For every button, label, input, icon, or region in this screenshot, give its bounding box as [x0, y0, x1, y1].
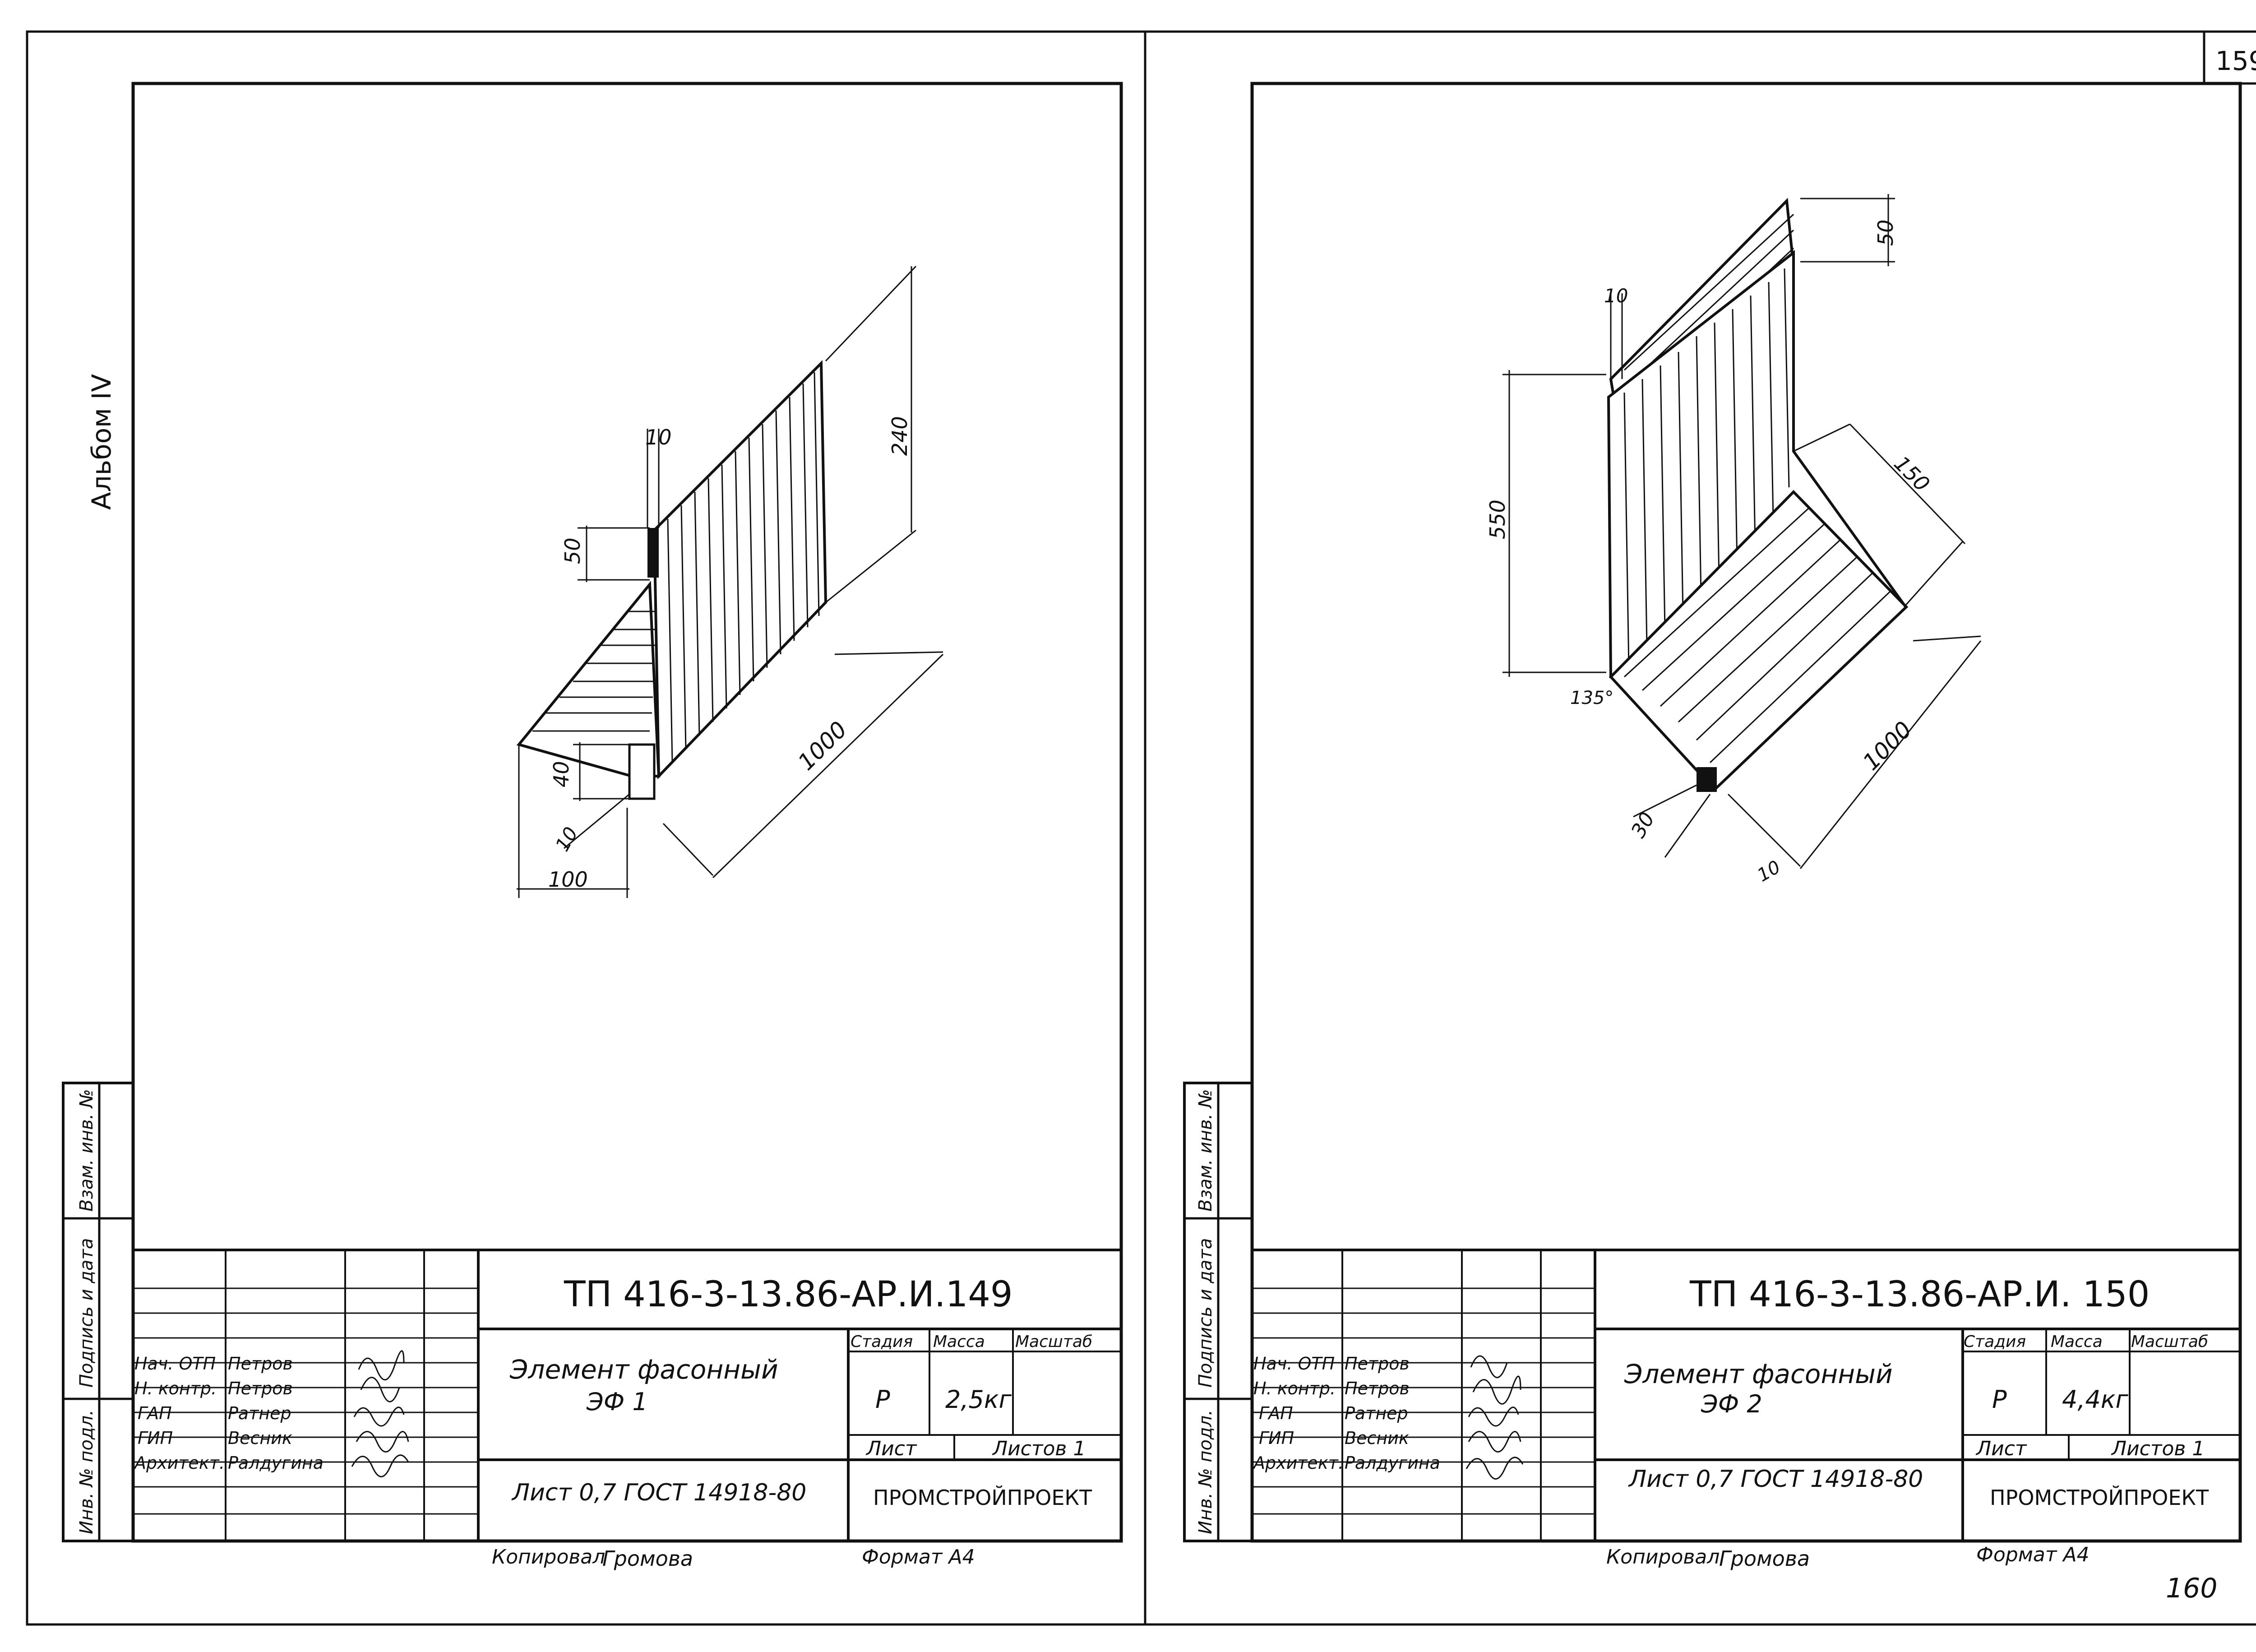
side-label-zam-left: Взам. инв. №: [76, 1089, 97, 1212]
material-right: Лист 0,7 ГОСТ 14918-80: [1628, 1466, 1923, 1493]
mass-label-left: Масса: [933, 1333, 985, 1351]
side-label-sign-right: Подпись и дата: [1195, 1238, 1216, 1388]
name-left-5: Ралдугина: [228, 1453, 324, 1473]
page-number: 159: [2215, 46, 2256, 76]
dim-40: 40: [549, 761, 573, 787]
name-left-1: Петров: [228, 1354, 293, 1374]
copied-right: Копировал: [1606, 1546, 1720, 1569]
element-code-left: ЭФ 1: [586, 1388, 648, 1416]
name-right-3: Ратнер: [1345, 1403, 1408, 1423]
album-label: Альбом IV: [86, 374, 117, 510]
format-right: Формат А4: [1976, 1543, 2090, 1566]
dim-240: 240: [888, 416, 912, 456]
dim-10-ef2-top: 10: [1604, 285, 1628, 307]
dim-550: 550: [1485, 500, 1510, 539]
name-right-5: Ралдугина: [1345, 1453, 1440, 1473]
name-right-1: Петров: [1345, 1354, 1410, 1374]
copied-left: Копировал: [492, 1546, 605, 1569]
dim-100: 100: [548, 867, 588, 892]
side-label-sign-left: Подпись и дата: [76, 1238, 97, 1388]
dim-10-ef2-bottom: 10: [1754, 856, 1784, 886]
copier-signature-left: Громова: [602, 1546, 693, 1571]
name-left-3: Ратнер: [228, 1403, 291, 1423]
handwritten-number: 160: [2166, 1573, 2218, 1604]
signature-icon: [351, 1350, 409, 1477]
doc-code-right: ТП 416-3-13.86-АР.И. 150: [1689, 1274, 2150, 1315]
role-right-5: Архитект.: [1252, 1453, 1344, 1473]
stage-right: Р: [1992, 1385, 2007, 1414]
angle-135: 135°: [1570, 688, 1613, 708]
title-block-right: [1251, 1249, 2242, 1542]
company-right: ПРОМСТРОЙПРОЕКТ: [1990, 1485, 2209, 1510]
sheets-label-right: Листов 1: [2111, 1437, 2205, 1460]
role-left-1: Нач. ОТП: [134, 1354, 216, 1374]
dim-30: 30: [1627, 809, 1659, 842]
mass-left: 2,5кг: [945, 1385, 1012, 1414]
role-right-2: Н. контр.: [1253, 1379, 1336, 1398]
outer-frame: [26, 30, 2256, 1626]
element-code-right: ЭФ 2: [1701, 1390, 1762, 1418]
sheet-label-right: Лист: [1975, 1437, 2027, 1460]
name-right-2: Петров: [1345, 1379, 1410, 1398]
material-left: Лист 0,7 ГОСТ 14918-80: [511, 1479, 806, 1506]
mass-label-right: Масса: [2051, 1333, 2103, 1351]
side-label-inv-left: Инв. № подл.: [76, 1410, 97, 1534]
sheet-label-left: Лист: [865, 1437, 917, 1460]
name-right-4: Весник: [1345, 1428, 1409, 1448]
role-left-2: Н. контр.: [134, 1379, 217, 1398]
scale-label-right: Масштаб: [2131, 1333, 2208, 1351]
format-left: Формат А4: [862, 1546, 975, 1569]
side-label-zam-right: Взам. инв. №: [1195, 1089, 1216, 1212]
stage-left: Р: [875, 1385, 890, 1414]
doc-code-left: ТП 416-3-13.86-АР.И.149: [564, 1274, 1013, 1315]
dim-1000: 1000: [793, 716, 852, 775]
sheets-label-left: Листов 1: [992, 1437, 1086, 1460]
role-left-3: ГАП: [138, 1403, 172, 1423]
profile-ef1-drawing: 10 50 240 1000 40 10 100: [516, 265, 944, 898]
mass-right: 4,4кг: [2062, 1385, 2128, 1414]
side-label-inv-right: Инв. № подл.: [1195, 1410, 1216, 1534]
copier-signature-right: Громова: [1719, 1546, 1810, 1571]
name-left-2: Петров: [228, 1379, 293, 1398]
title-block-left: [132, 1249, 1123, 1542]
profile-ef2-drawing: 50 10 550 150 135° 1000 30 10: [1485, 194, 1982, 886]
element-name-right: Элемент фасонный: [1624, 1359, 1893, 1389]
company-left: ПРОМСТРОЙПРОЕКТ: [873, 1485, 1092, 1510]
dim-1000-ef2: 1000: [1858, 716, 1917, 775]
scale-label-left: Масштаб: [1015, 1333, 1092, 1351]
right-sheet: 50 10 550 150 135° 1000 30 10 ТП 416-3-1…: [1183, 82, 2242, 1571]
dim-10-top: 10: [645, 425, 672, 449]
stage-label-right: Стадия: [1964, 1333, 2026, 1351]
element-name-left: Элемент фасонный: [509, 1354, 778, 1385]
role-left-4: ГИП: [138, 1428, 173, 1448]
dim-150: 150: [1889, 451, 1934, 496]
signature-icon: [1465, 1355, 1524, 1480]
role-left-5: Архитект.: [133, 1453, 225, 1473]
dim-10-bottom: 10: [551, 823, 582, 855]
stage-label-left: Стадия: [851, 1333, 913, 1351]
role-right-4: ГИП: [1259, 1428, 1294, 1448]
dim-50: 50: [560, 537, 585, 564]
dim-50-ef2: 50: [1873, 219, 1898, 246]
role-right-1: Нач. ОТП: [1253, 1354, 1335, 1374]
role-right-3: ГАП: [1259, 1403, 1293, 1423]
left-sheet: 10 50 240 1000 40 10 100 ТП 416-3-13.86-…: [62, 82, 1123, 1571]
name-left-4: Весник: [228, 1428, 292, 1448]
